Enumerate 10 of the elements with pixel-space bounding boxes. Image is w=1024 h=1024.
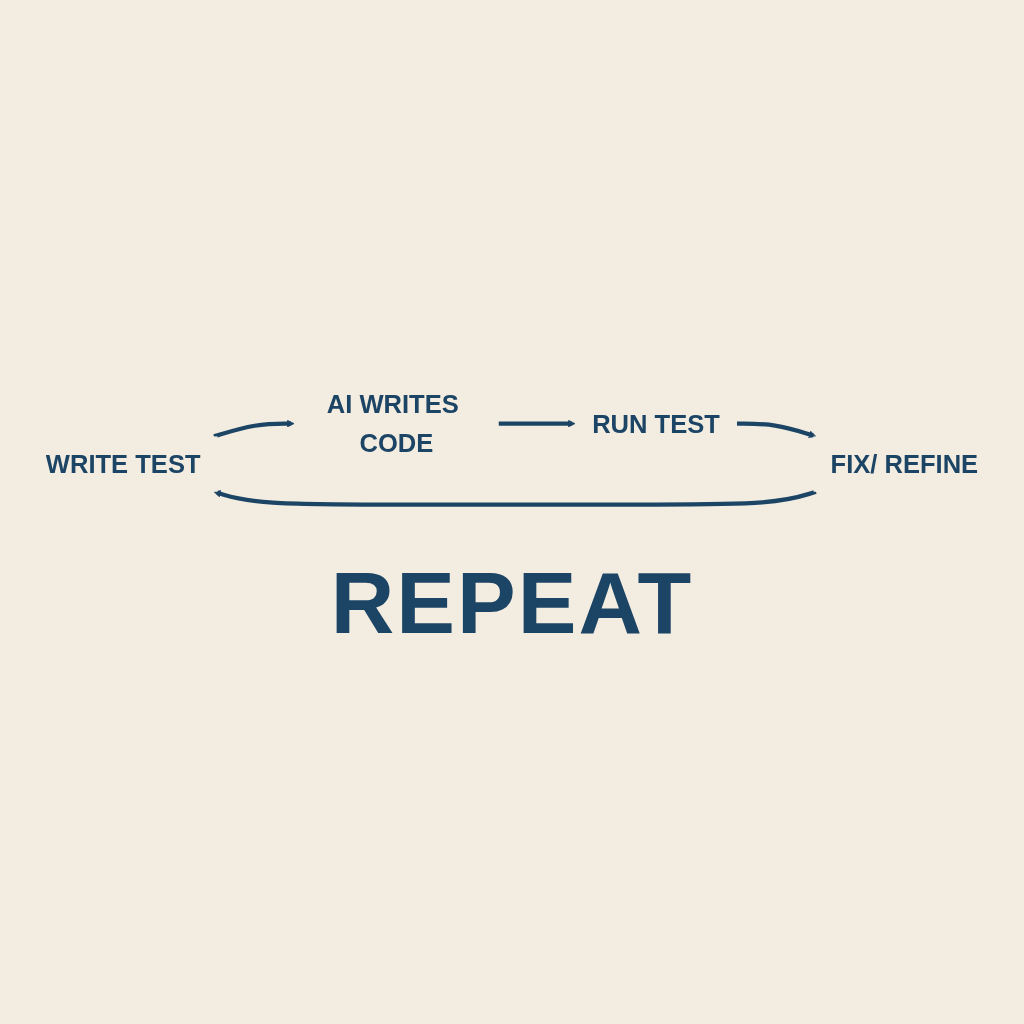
cycle-diagram: WRITE TEST AI WRITES CODE RUN TEST FIX/ REFINE <box>22 370 1002 512</box>
arrow <box>736 421 817 439</box>
center-label: REPEAT <box>330 551 694 654</box>
arrow <box>498 420 576 428</box>
node-text: RUN TEST <box>592 409 720 439</box>
arrow <box>213 420 295 439</box>
node-text: FIX/ REFINE <box>830 450 979 479</box>
arrow <box>213 490 817 507</box>
node-text: WRITE TEST <box>45 450 201 479</box>
node-text: AI WRITES CODE <box>326 390 459 458</box>
